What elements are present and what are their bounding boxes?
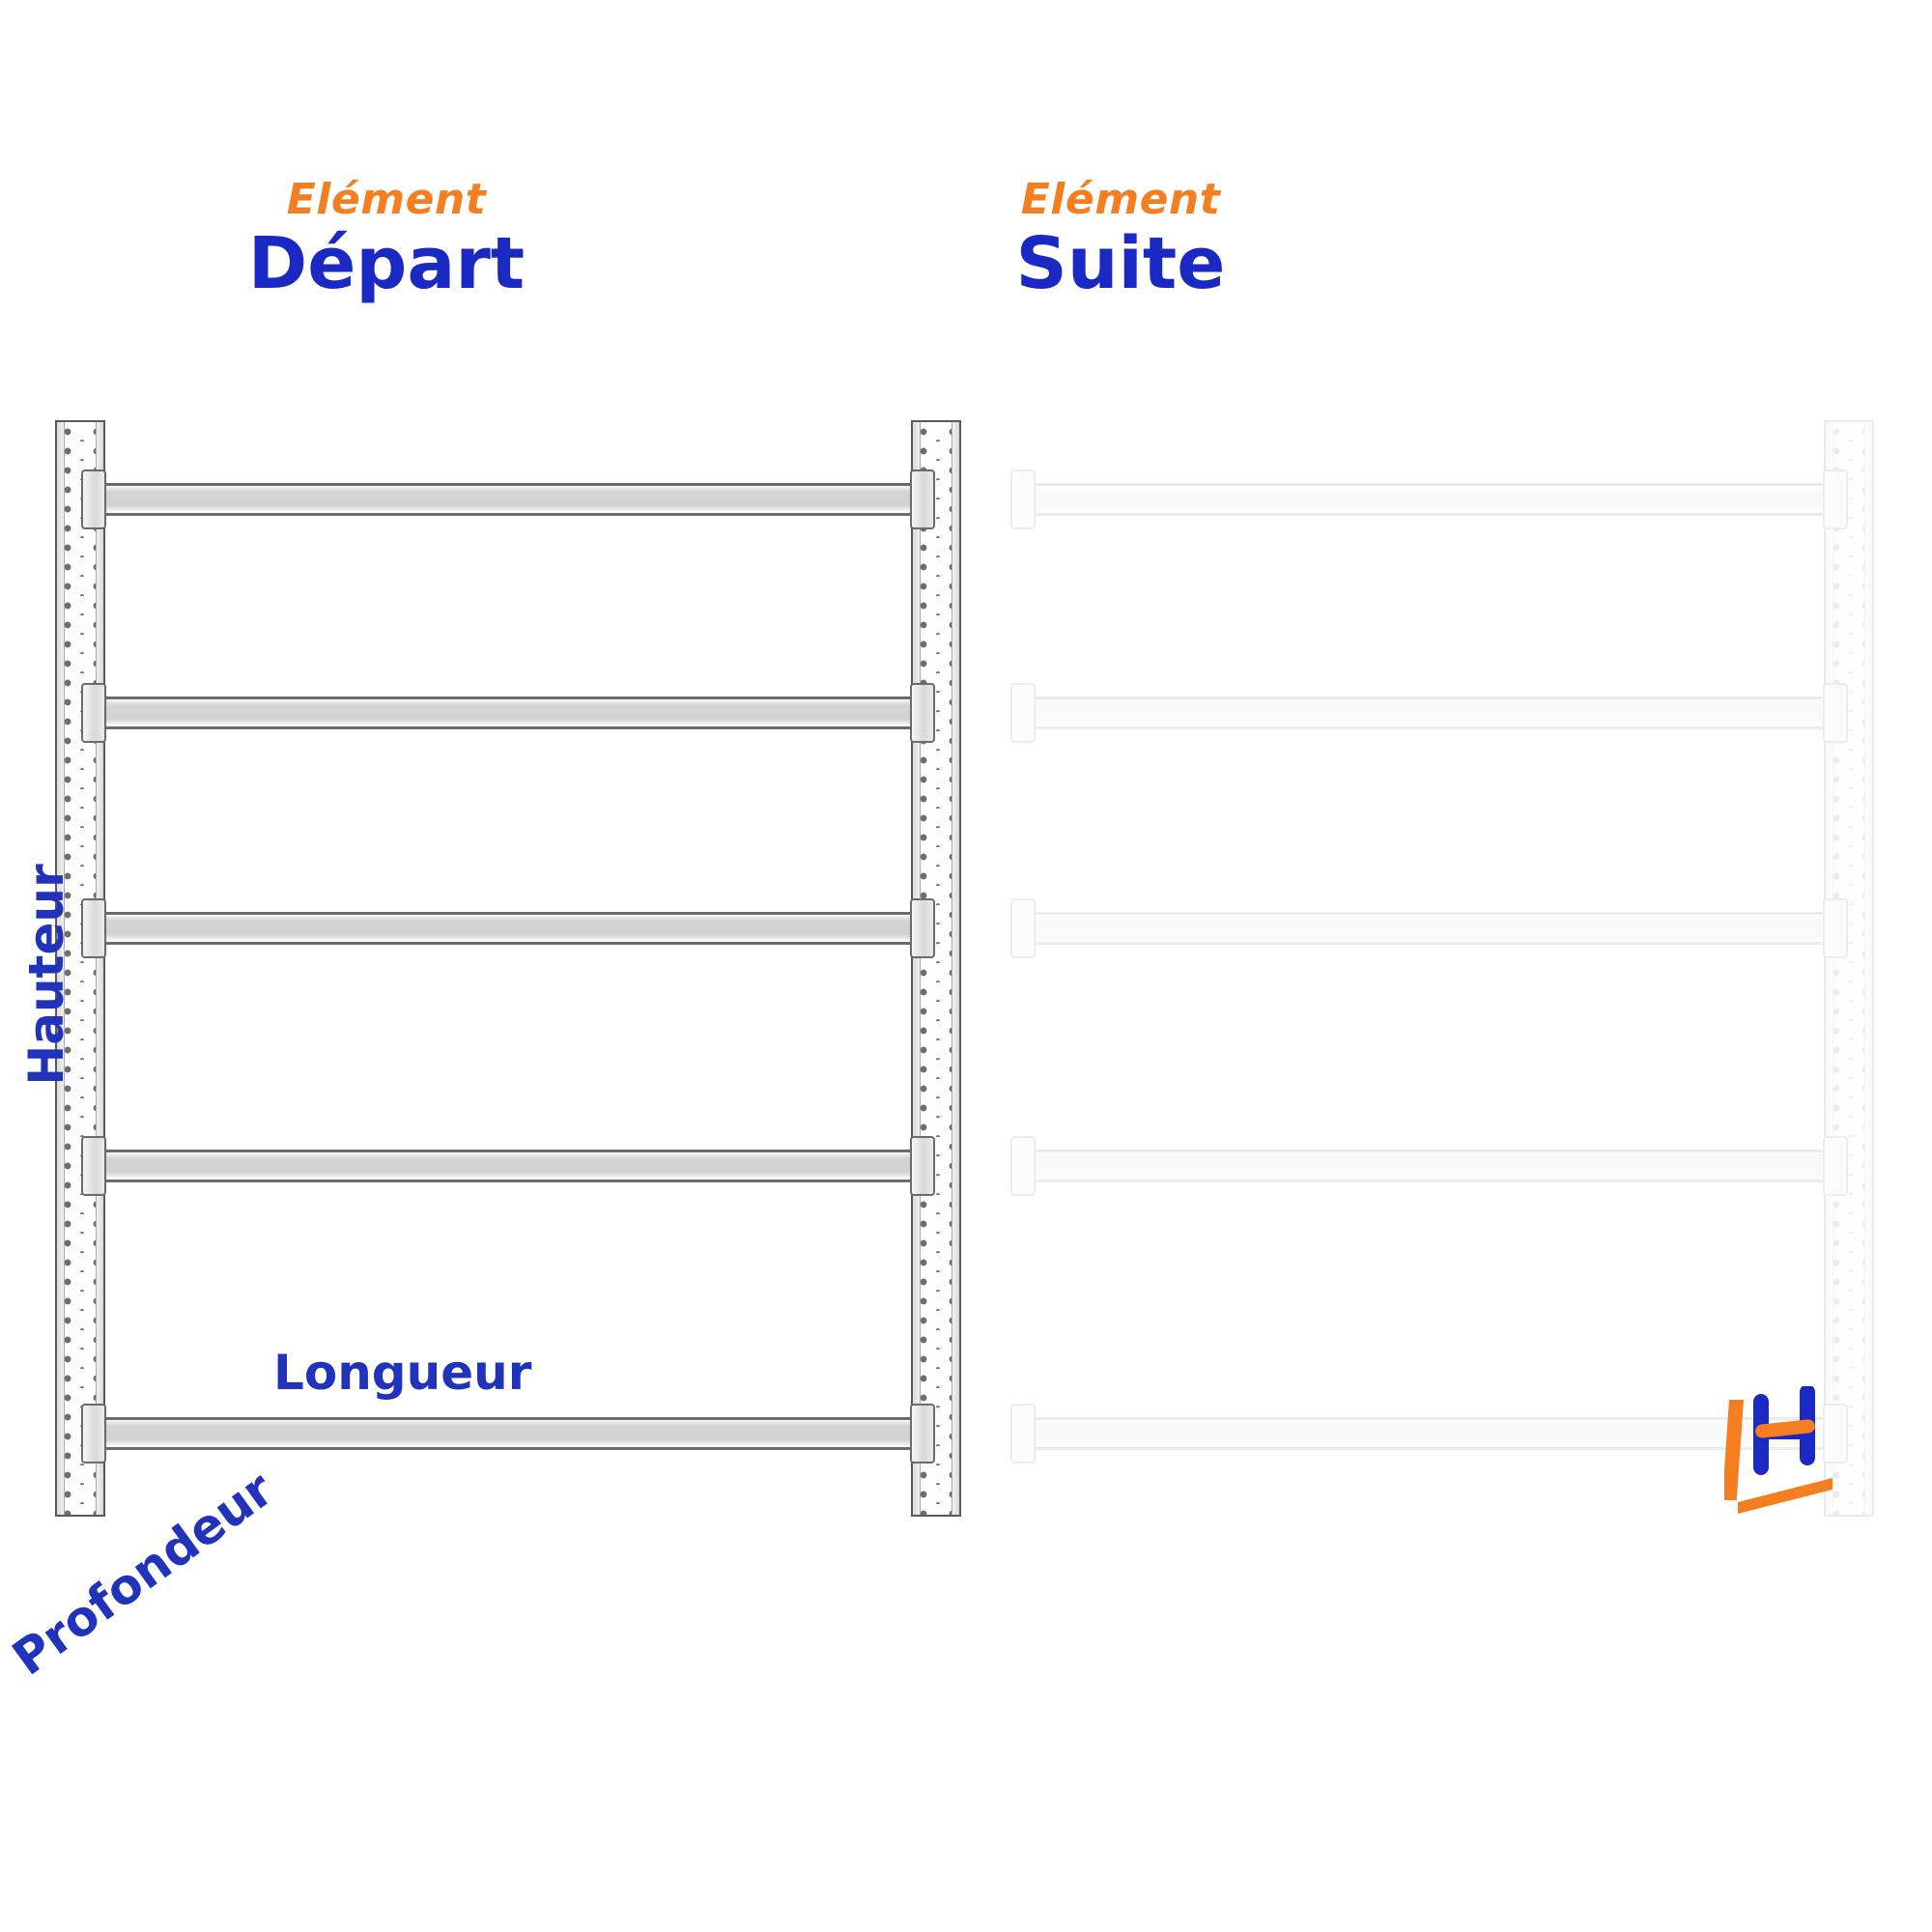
beam-connector-suite-left-2 — [1010, 683, 1036, 743]
logo-l-vertical-icon — [1724, 1400, 1745, 1500]
beam-suite-level-1 — [1024, 483, 1837, 516]
beam-connector-suite-left-3 — [1010, 898, 1036, 958]
beam-level-2 — [92, 696, 924, 729]
title-element-depart: Elément Départ — [135, 179, 638, 302]
beam-connector-left-5 — [81, 1404, 106, 1463]
beam-connector-left-1 — [81, 469, 106, 529]
lh-logo — [1724, 1386, 1833, 1514]
beam-connector-left-4 — [81, 1136, 106, 1196]
beam-connector-suite-right-2 — [1823, 683, 1848, 743]
title-suite-eyebrow: Elément — [1020, 175, 1221, 224]
beam-suite-level-5 — [1024, 1417, 1837, 1450]
beam-connector-right-5 — [910, 1404, 935, 1463]
beam-suite-level-2 — [1024, 696, 1837, 729]
beam-level-5 — [92, 1417, 924, 1450]
beam-connector-suite-right-3 — [1823, 898, 1848, 958]
beam-level-4 — [92, 1150, 924, 1182]
post-right-suite — [1824, 420, 1874, 1517]
beam-connector-right-3 — [910, 898, 935, 958]
beam-suite-level-4 — [1024, 1150, 1837, 1182]
beam-level-1 — [92, 483, 924, 516]
beam-connector-left-2 — [81, 683, 106, 743]
logo-l-base-icon — [1738, 1478, 1833, 1514]
title-depart-eyebrow: Elément — [286, 175, 487, 224]
beam-connector-right-2 — [910, 683, 935, 743]
rack-element-depart — [55, 420, 961, 1517]
beam-connector-suite-left-4 — [1010, 1136, 1036, 1196]
beam-connector-suite-left-5 — [1010, 1404, 1036, 1463]
beam-connector-right-4 — [910, 1136, 935, 1196]
beam-connector-suite-left-1 — [1010, 469, 1036, 529]
logo-orange-crossbar-icon — [1755, 1419, 1815, 1438]
title-depart-name: Départ — [247, 222, 526, 305]
post-right-depart — [911, 420, 961, 1517]
dimension-label-longueur: Longueur — [273, 1345, 532, 1401]
title-element-suite: Elément Suite — [869, 179, 1372, 302]
beam-suite-level-3 — [1024, 912, 1837, 945]
title-suite-name: Suite — [1015, 222, 1226, 305]
beam-connector-right-1 — [910, 469, 935, 529]
beam-level-3 — [92, 912, 924, 945]
beam-connector-suite-right-1 — [1823, 469, 1848, 529]
dimension-label-hauteur: Hauteur — [18, 864, 74, 1086]
beam-connector-suite-right-5 — [1823, 1404, 1848, 1463]
post-left-depart — [55, 420, 105, 1517]
beam-connector-suite-right-4 — [1823, 1136, 1848, 1196]
beam-connector-left-3 — [81, 898, 106, 958]
